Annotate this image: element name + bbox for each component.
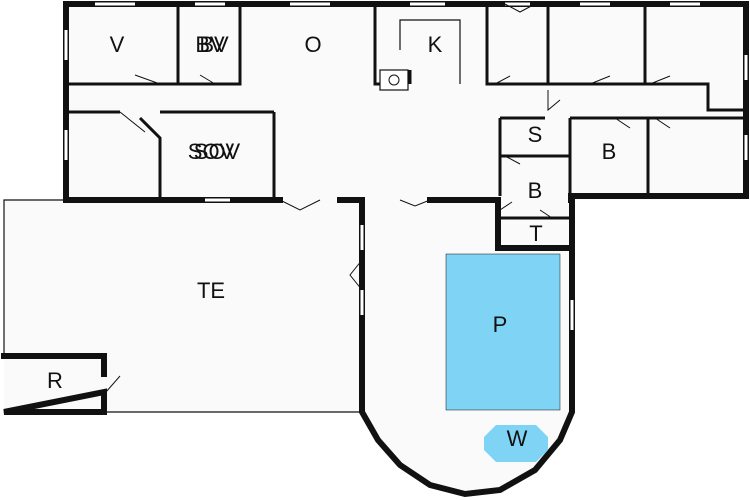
doors [105,3,671,393]
room-label-k: K [428,32,443,57]
room-labels: V BV BV O K SOV SOV S B B T TE R P W [47,32,616,451]
room-label-bv-overlap: BV [199,32,229,57]
kitchen-fixtures [379,19,461,91]
room-label-b-mid: B [528,178,543,203]
room-label-t: T [529,221,542,246]
room-label-p: P [493,312,508,337]
windows [64,2,748,330]
terrace-outline [3,199,360,413]
room-label-r: R [47,368,63,393]
room-label-v: V [110,32,125,57]
storage-room-walls [1,353,107,415]
room-label-b-right: B [602,139,617,164]
whirlpool [484,425,548,462]
pool [445,253,561,411]
interior-walls [68,4,746,220]
room-label-bv: BV [195,32,225,57]
pool-hall-walls [359,197,575,498]
room-label-w: W [507,426,528,451]
room-label-sov-overlap: SOV [194,139,241,164]
room-label-o: O [304,32,321,57]
room-label-te: TE [197,278,225,303]
room-label-sov: SOV [188,139,235,164]
room-label-s: S [528,122,543,147]
